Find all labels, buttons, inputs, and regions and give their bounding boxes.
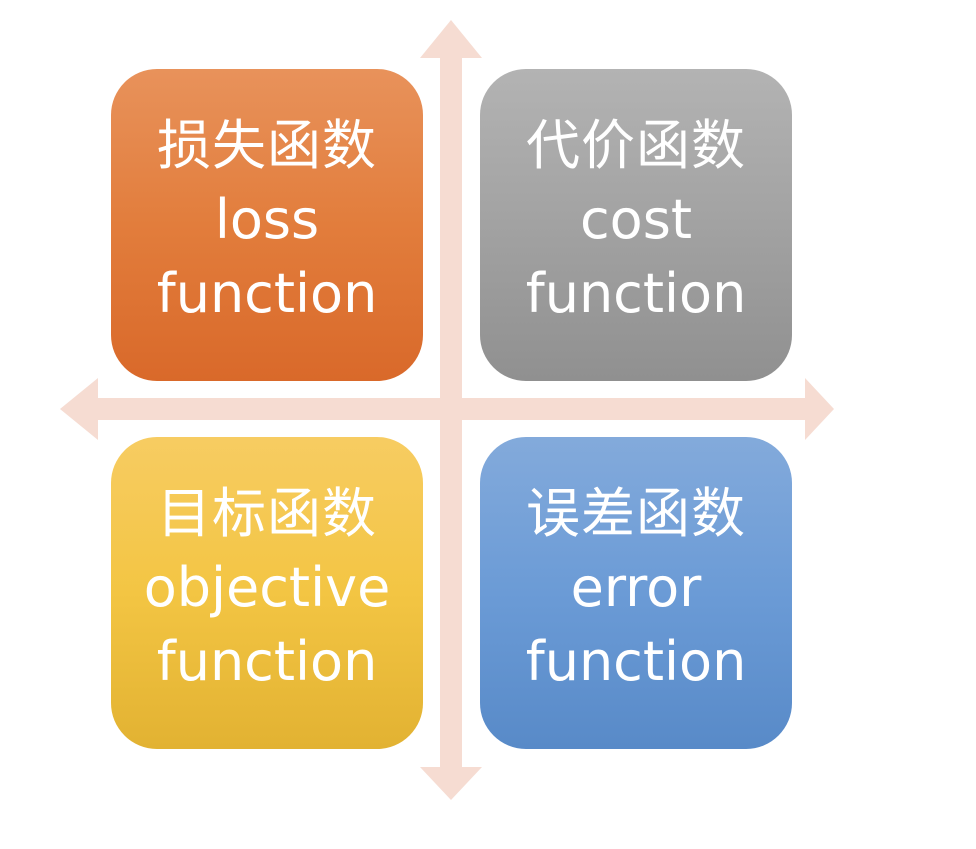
vertical-axis-shaft xyxy=(440,56,462,770)
quadrant-title-en: function xyxy=(525,630,747,693)
quadrant-title-en: function xyxy=(525,262,747,325)
quadrant-error-function: 误差函数 error function xyxy=(480,437,792,749)
bottom-arrowhead xyxy=(420,767,482,800)
quadrant-title-cn: 目标函数 xyxy=(157,482,377,545)
quadrant-cost-function: 代价函数 cost function xyxy=(480,69,792,381)
left-arrowhead xyxy=(60,378,98,440)
quadrant-title-en: function xyxy=(156,630,378,693)
quadrant-objective-function: 目标函数 objective function xyxy=(111,437,423,749)
quadrant-loss-function: 损失函数 loss function xyxy=(111,69,423,381)
quadrant-title-en: objective xyxy=(143,556,391,619)
quadrant-title-en: error xyxy=(570,556,702,619)
top-arrowhead xyxy=(420,20,482,58)
quadrant-title-cn: 误差函数 xyxy=(526,482,746,545)
quadrant-title-en: cost xyxy=(579,188,693,251)
quadrant-title-cn: 损失函数 xyxy=(157,114,377,177)
quadrant-title-en: loss xyxy=(214,188,320,251)
quadrant-title-cn: 代价函数 xyxy=(526,114,746,177)
quadrant-title-en: function xyxy=(156,262,378,325)
right-arrowhead xyxy=(805,378,834,440)
